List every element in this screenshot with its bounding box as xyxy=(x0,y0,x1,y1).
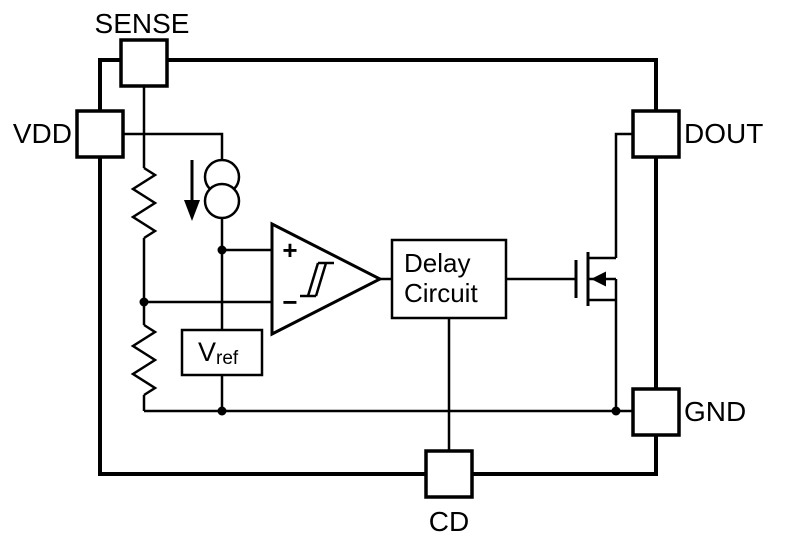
pin-box-sense xyxy=(119,38,169,88)
pin-box-cd xyxy=(424,449,474,499)
current-source-circle-bottom xyxy=(203,182,241,220)
hysteresis-icon xyxy=(300,261,334,298)
comparator-minus-sign: − xyxy=(282,287,297,317)
wire-drain-to-dout xyxy=(614,132,633,258)
pin-label-gnd: GND xyxy=(684,396,746,427)
pin-label-vdd: VDD xyxy=(13,118,72,149)
current-source-symbol xyxy=(184,158,241,221)
vref-label-main: V xyxy=(198,337,216,367)
junction-dot xyxy=(611,406,621,416)
delay-circuit-box xyxy=(390,238,508,320)
delay-circuit-block: Delay Circuit xyxy=(390,238,508,320)
pin-label-sense: SENSE xyxy=(95,8,190,39)
chip-outline xyxy=(98,58,658,476)
vref-label-sub: ref xyxy=(216,348,239,369)
pin-box-dout xyxy=(631,109,681,159)
junction-dots xyxy=(139,245,621,416)
resistor-r2-symbol xyxy=(130,323,158,397)
junction-dot xyxy=(139,297,149,307)
delay-label-line1: Delay xyxy=(404,248,470,278)
comparator-symbol: + − xyxy=(270,221,384,337)
wire-vdd-to-current-source xyxy=(123,132,224,160)
junction-dot xyxy=(217,406,227,416)
comparator-triangle xyxy=(270,221,384,337)
resistor-r1-symbol xyxy=(130,166,158,240)
pin-label-cd: CD xyxy=(429,506,469,537)
pin-box-vdd xyxy=(75,109,125,159)
hysteresis-diagonal-left xyxy=(306,262,320,297)
pin-label-dout: DOUT xyxy=(684,118,763,149)
current-arrow-icon xyxy=(184,200,200,221)
vref-box xyxy=(180,328,264,377)
mosfet-arrow-icon xyxy=(591,271,606,287)
hysteresis-diagonal-right xyxy=(314,262,328,297)
junction-dot xyxy=(217,245,227,255)
pin-box-gnd xyxy=(631,387,681,437)
vref-block: Vref xyxy=(180,328,264,377)
mosfet-symbol xyxy=(574,252,616,306)
delay-label-line2: Circuit xyxy=(404,278,478,308)
vref-label: Vref xyxy=(198,337,239,369)
comparator-plus-sign: + xyxy=(282,235,297,265)
